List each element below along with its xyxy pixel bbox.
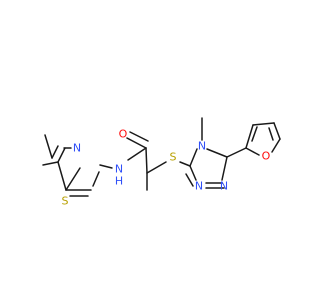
bond bbox=[251, 126, 258, 142]
amide-nitrogen-label: N bbox=[115, 163, 123, 176]
bond bbox=[146, 161, 167, 174]
structure-canvas: O N H S N S N N N O bbox=[42, 117, 281, 208]
triazole-n1-label: N bbox=[195, 180, 203, 193]
bond bbox=[245, 124, 254, 149]
bond bbox=[221, 156, 228, 181]
bond-layer bbox=[42, 117, 281, 197]
bond bbox=[127, 147, 147, 161]
bond bbox=[189, 148, 198, 167]
thioether-sulfur-label: S bbox=[170, 151, 177, 164]
bond bbox=[271, 138, 281, 153]
molecule-drawing: O N H S N S N N N O bbox=[42, 117, 281, 208]
bond bbox=[145, 147, 148, 174]
atom-label-layer: O N H S N S N N N O bbox=[62, 128, 271, 208]
bond bbox=[245, 147, 260, 156]
bond bbox=[57, 147, 66, 163]
triazole-n2-label: N bbox=[220, 180, 228, 193]
thiazole-nitrogen-label: N bbox=[73, 142, 81, 155]
bond bbox=[42, 161, 59, 166]
bond bbox=[185, 173, 194, 187]
bond bbox=[273, 122, 281, 140]
amide-hydrogen-label: H bbox=[115, 175, 123, 188]
bond bbox=[44, 134, 53, 159]
bond bbox=[99, 164, 113, 169]
bond bbox=[189, 165, 197, 181]
bond bbox=[92, 171, 100, 187]
bond bbox=[268, 127, 274, 141]
bond bbox=[206, 148, 228, 158]
bond bbox=[65, 167, 81, 191]
bond bbox=[129, 131, 149, 142]
bond bbox=[179, 161, 191, 167]
thiazole-sulfur-label: S bbox=[62, 195, 69, 208]
triazole-n4-label: N bbox=[198, 140, 206, 153]
bond bbox=[51, 145, 59, 159]
furan-oxygen-label: O bbox=[262, 150, 271, 163]
amide-oxygen-label: O bbox=[119, 128, 128, 141]
bond bbox=[126, 137, 147, 149]
bond bbox=[226, 147, 247, 158]
bond bbox=[57, 161, 67, 191]
bond bbox=[252, 122, 275, 126]
